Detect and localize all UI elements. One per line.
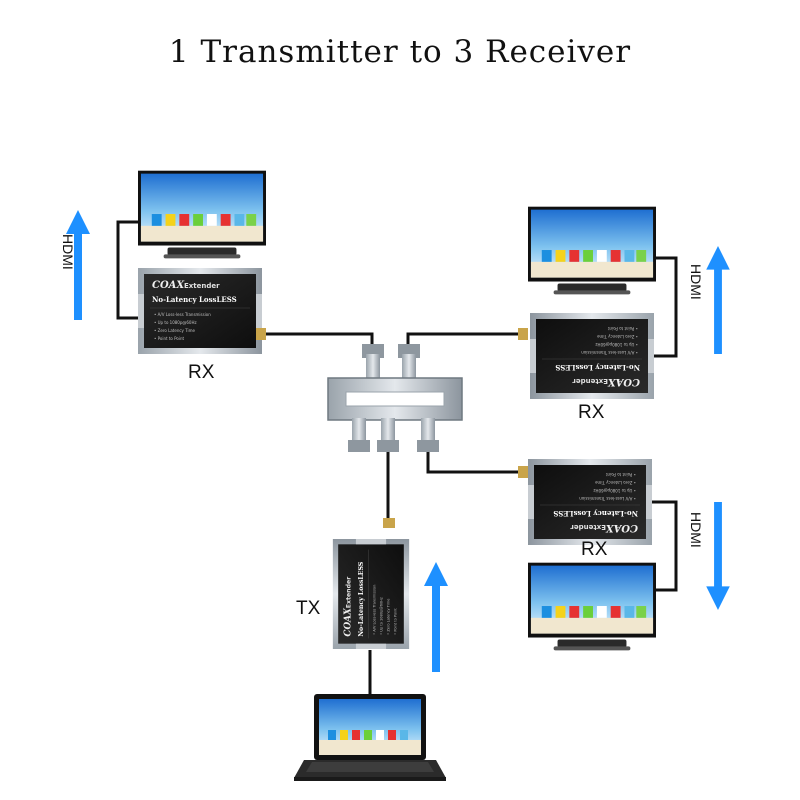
coax-cable-right-bottom xyxy=(426,450,522,474)
hdmi-cable-left xyxy=(116,220,140,320)
rx-device-right-top xyxy=(530,313,654,399)
coax-cable-left xyxy=(262,332,374,348)
rx-right-top-connector xyxy=(518,328,528,340)
hdmi-cable-right-top xyxy=(652,256,678,358)
tx-connector xyxy=(383,518,395,528)
arrow-up-icon xyxy=(706,246,730,354)
rx-device-right-bottom xyxy=(528,459,652,545)
tx-label: TX xyxy=(296,598,321,619)
laptop-icon xyxy=(294,694,446,781)
rx-label-right-bottom: RX xyxy=(581,539,608,560)
rx-device-left xyxy=(138,268,266,354)
rx-label-right-top: RX xyxy=(578,402,605,423)
hdmi-cable-right-bottom xyxy=(652,500,678,592)
hdmi-label-right-bottom: HDMI xyxy=(688,512,704,548)
diagram-title: 1 Transmitter to 3 Receiver xyxy=(168,34,632,70)
rx-label-left: RX xyxy=(188,362,215,383)
rx-right-bottom-connector xyxy=(518,466,528,478)
hdmi-label-right-top: HDMI xyxy=(688,264,704,300)
coax-cable-right-top xyxy=(406,332,520,348)
monitor-icon xyxy=(528,562,656,651)
monitor-icon xyxy=(138,170,266,259)
tx-device xyxy=(332,539,410,649)
hdmi-label-left: HDMI xyxy=(60,234,76,270)
arrow-down-icon xyxy=(706,502,730,610)
monitor-icon xyxy=(528,206,656,295)
splitter-icon xyxy=(327,344,463,452)
cables xyxy=(116,220,678,696)
arrow-up-icon xyxy=(424,562,448,672)
